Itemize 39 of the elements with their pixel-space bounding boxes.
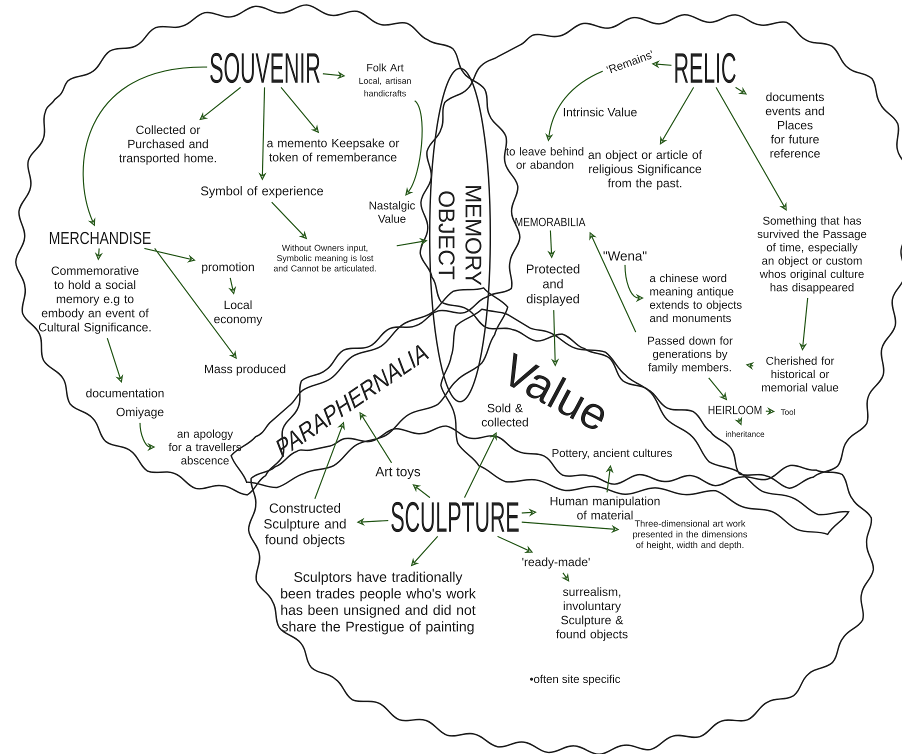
note-text: Omiyage — [116, 407, 164, 419]
note-text: Folk Art Local, artisan handicrafts — [359, 64, 411, 96]
note-text: an apology for a travellers abscence — [168, 430, 242, 464]
note-text: Something that has survived the Passage of time, especially an object or custom whos original culture has disappeared — [758, 216, 866, 294]
note-text: •often site specific — [530, 674, 620, 686]
note-text: inheritance — [726, 431, 764, 437]
note-text: 'ready-made' — [522, 557, 590, 569]
note-text: Pottery, ancient cultures — [552, 448, 672, 460]
note-text: Passed down for generations by family members. — [648, 336, 733, 374]
note-text: Art toys — [375, 467, 420, 479]
note-text: Three-dimensional art work presented in the dimensions of height, width and depth. — [633, 520, 748, 550]
note-text: a memento Keepsake or token of rememberance — [267, 138, 400, 162]
topic-heading: SOUVENIR — [210, 52, 320, 84]
note-text: surrealism, involuntary Sculpture & found objects — [556, 587, 628, 641]
note-text: Nastalgic Value — [370, 201, 415, 223]
note-text: promotion — [202, 262, 254, 274]
subtopic-heading: HEIRLOOM — [708, 406, 762, 414]
note-text: Collected or Purchased and transported home. — [119, 125, 216, 165]
note-text: documentation — [86, 388, 164, 398]
note-text: Commemorative to hold a social memory e.g to embody an event of Cultural Significance. — [38, 266, 151, 334]
note-text: Tool — [780, 409, 795, 415]
note-text: an object or article of religious Significance from the past. — [588, 150, 702, 190]
note-text: Cherished for historical or memorial value — [762, 356, 838, 392]
note-text: Protected and displayed — [526, 264, 580, 306]
topic-heading: SCULPTURE — [391, 502, 519, 532]
note-text: a chinese word meaning antique extends to objects and monuments — [650, 274, 742, 322]
note-text: Sculptors have traditionally been trades people who's work has been unsigned and did not share the Prestigue of painting — [281, 572, 476, 634]
note-text: Intrinsic Value — [564, 108, 637, 116]
subtopic-heading: MERCHANDISE — [50, 232, 151, 244]
topic-heading: RELIC — [675, 52, 736, 84]
note-text: documents events and Places for future reference — [766, 92, 824, 158]
subtopic-heading: MEMORABILIA — [515, 218, 586, 226]
note-text: Human manipulation of material — [550, 496, 660, 520]
note-text: Local economy — [214, 300, 262, 326]
note-text: Constructed Sculpture and found objects — [264, 503, 346, 547]
note-text: Symbol of experience — [200, 186, 324, 198]
note-text: "Wena" — [604, 251, 646, 261]
note-text: Without Owners input, Symbolic meaning is lost and Cannot be articulated. — [274, 244, 376, 272]
note-text: to leave behind or abandon — [506, 147, 584, 169]
